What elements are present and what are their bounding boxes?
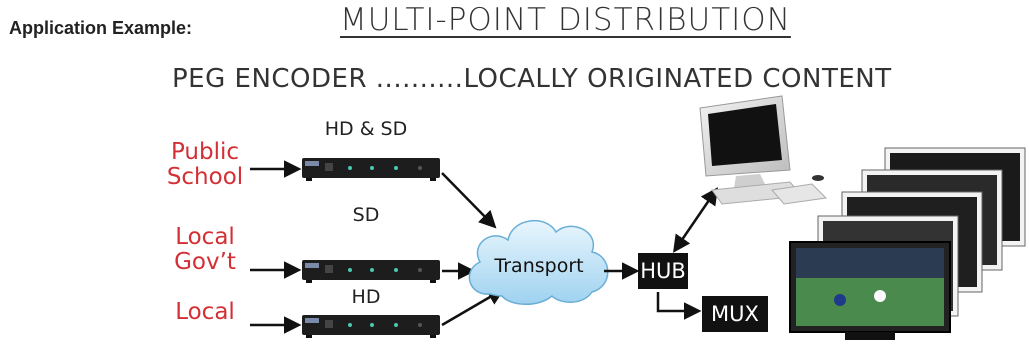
transport-cloud [468,219,609,305]
source-line: Public [170,139,240,165]
arrow-hub-to-mux [656,292,702,320]
encoder-device-1 [302,158,440,181]
mux-box: MUX [702,296,768,332]
source-local: Local [155,300,255,325]
source-line: Local [175,224,235,250]
computer-monitor-icon [699,95,828,205]
application-example-label: Application Example: [9,18,193,38]
source-public-school: Public School [155,140,255,190]
source-line: Local [175,299,235,325]
tv-stack-icon [789,147,1026,340]
page-subtitle: PEG ENCODER ..........LOCALLY ORIGINATED… [172,64,892,94]
arrow-hub-monitor [673,187,718,253]
source-local-govt: Local Gov’t [155,225,255,275]
transport-label: Transport [494,255,584,277]
encoder-label-hd: HD [351,286,381,308]
encoder-device-2 [302,260,440,283]
page-title: MULTI-POINT DISTRIBUTION [340,2,791,38]
encoder-device-3 [302,315,440,338]
source-line: Gov’t [174,249,236,275]
encoder-label-sd: SD [352,204,380,226]
arrow-encoder3-to-cloud [441,288,506,327]
source-line: School [166,164,244,190]
hub-box: HUB [638,253,688,289]
arrow-encoder1-to-cloud [441,172,497,229]
encoder-label-hd-sd: HD & SD [324,118,408,140]
